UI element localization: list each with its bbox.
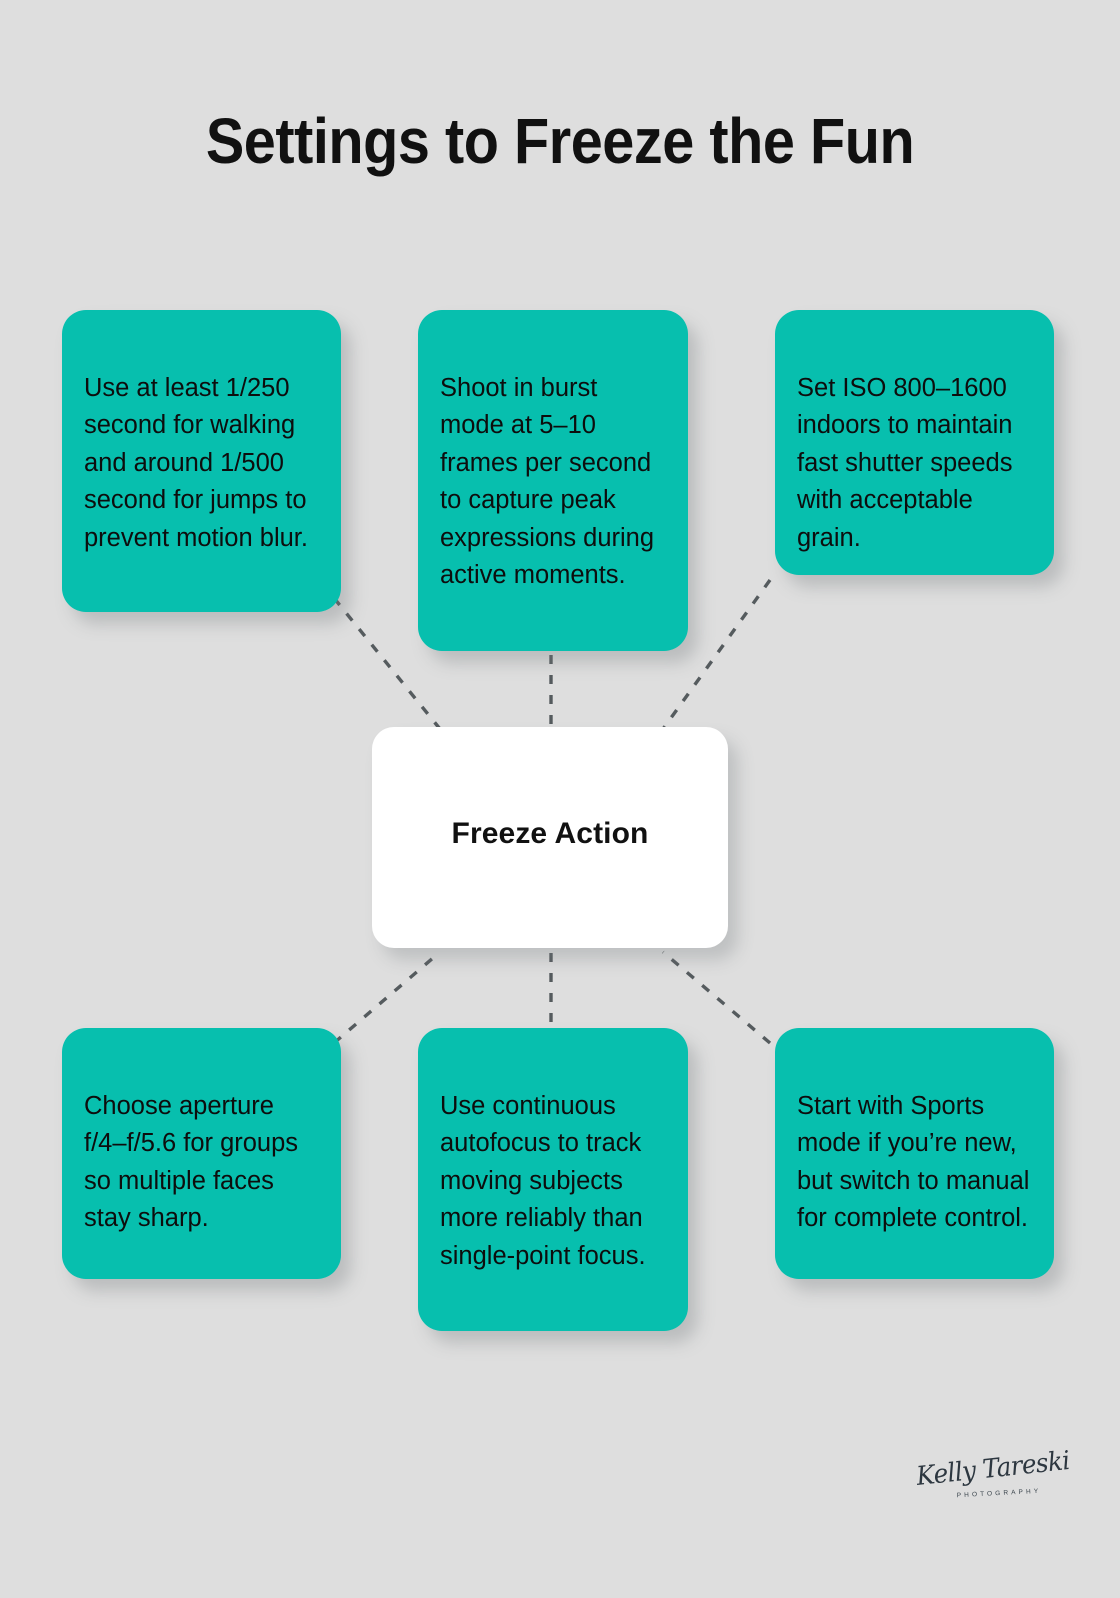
connector-card-6 [661, 950, 772, 1045]
hub-label: Freeze Action [451, 816, 649, 850]
tip-card-text: Set ISO 800–1600 indoors to maintain fas… [797, 373, 1013, 552]
tip-card-text: Start with Sports mode if you’re new, bu… [797, 1091, 1030, 1233]
connector-card-4 [332, 950, 442, 1045]
tip-card-text: Choose aperture f/4–f/5.6 for groups so … [84, 1091, 299, 1233]
tip-card-top-right[interactable]: Set ISO 800–1600 indoors to maintain fas… [775, 310, 1054, 575]
tip-card-text: Use at least 1/250 second for walking an… [84, 373, 308, 552]
page-title: Settings to Freeze the Fun [205, 105, 915, 177]
tip-card-bottom-left[interactable]: Choose aperture f/4–f/5.6 for groups so … [62, 1028, 341, 1279]
tip-card-top-center[interactable]: Shoot in burst mode at 5–10 frames per s… [418, 310, 688, 651]
watermark-subtitle: PHOTOGRAPHY [956, 1487, 1042, 1500]
tip-card-bottom-right[interactable]: Start with Sports mode if you’re new, bu… [775, 1028, 1054, 1279]
watermark-signature: Kelly Tareski [914, 1446, 1072, 1492]
tip-card-top-left[interactable]: Use at least 1/250 second for walking an… [62, 310, 341, 612]
watermark-logo: Kelly Tareski PHOTOGRAPHY [908, 1446, 1078, 1520]
hub-node[interactable]: Freeze Action [372, 727, 728, 948]
tip-card-bottom-center[interactable]: Use continuous autofocus to track moving… [418, 1028, 688, 1331]
tip-card-text: Use continuous autofocus to track moving… [440, 1091, 646, 1270]
tip-card-text: Shoot in burst mode at 5–10 frames per s… [440, 373, 655, 590]
